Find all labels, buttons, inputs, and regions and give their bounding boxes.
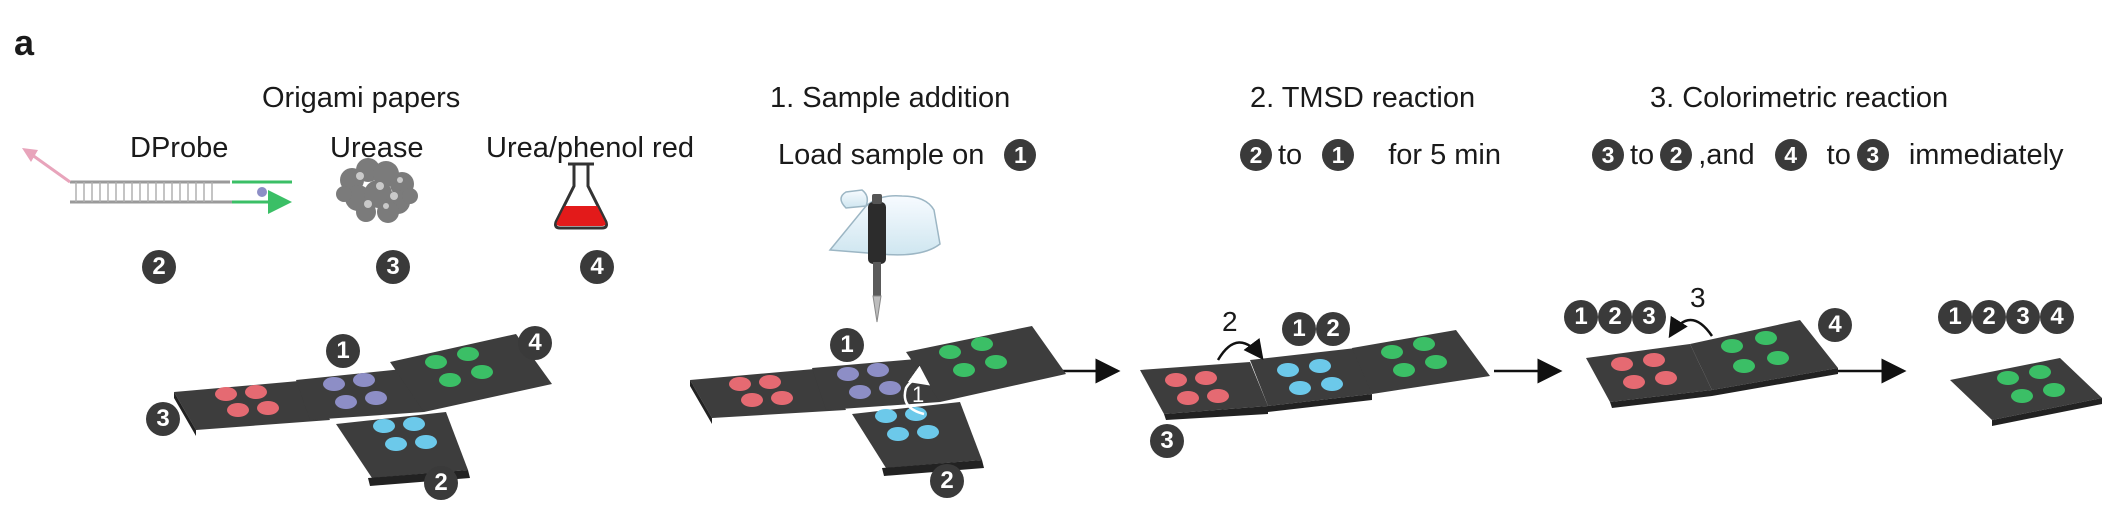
step3-badge-3: 4 <box>1774 139 1807 171</box>
stage1-badge-left: 3 <box>146 402 180 436</box>
stage5-badge-a: 1 <box>1938 300 1972 334</box>
step3-and: ,and <box>1698 138 1755 171</box>
step1-instruction-badge: 1 <box>1004 139 1037 171</box>
origami-stage-4 <box>1586 315 1838 408</box>
origami-stage-5 <box>1950 358 2102 426</box>
step3-title: 3. Colorimetric reaction <box>1650 82 1949 114</box>
materials-title: Origami papers <box>262 82 461 114</box>
urease-badge: 3 <box>376 250 410 284</box>
urea-phenol-red-badge: 4 <box>580 250 614 284</box>
stage2-badge-bottom: 2 <box>930 464 964 498</box>
step1-instruction: Load sample on 1 <box>778 138 1037 171</box>
stage5-badge-b: 2 <box>1972 300 2006 334</box>
pipette-hand-icon <box>828 189 941 323</box>
stage3-badge-a: 1 <box>1282 312 1316 346</box>
stage4-badge-a: 1 <box>1564 300 1598 334</box>
urease-enzyme-icon <box>336 158 418 223</box>
urea-phenol-red-label: Urea/phenol red <box>486 132 694 164</box>
dprobe-duplex-icon <box>22 148 292 214</box>
stage5-badge-c: 3 <box>2006 300 2040 334</box>
panel-label: a <box>14 22 35 63</box>
step3-badge-4: 3 <box>1856 139 1889 171</box>
stage4-fold-number: 3 <box>1690 282 1706 313</box>
step3-badge-2: 2 <box>1660 139 1693 171</box>
step2-instruction: 2 to 1 for 5 min <box>1240 139 1501 171</box>
step2-title: 2. TMSD reaction <box>1250 82 1476 114</box>
step2-badge-a: 2 <box>1240 139 1272 171</box>
dprobe-label: DProbe <box>130 132 229 164</box>
stage4-badge-b: 2 <box>1598 300 1632 334</box>
step3-to-2: to <box>1826 138 1851 171</box>
step1-instruction-text: Load sample on <box>778 138 985 171</box>
fold-arrow-icon <box>903 365 931 416</box>
fold-arrow-icon <box>1668 315 1714 339</box>
step3-suffix: immediately <box>1908 138 2064 171</box>
step1-title: 1. Sample addition <box>770 82 1011 114</box>
stage5-badge-d: 4 <box>2040 300 2074 334</box>
step2-suffix: for 5 min <box>1388 138 1502 171</box>
stage1-badge-top: 1 <box>326 334 360 368</box>
stage2-fold-label: 1 <box>912 382 925 407</box>
stage4-badge-c: 3 <box>1632 300 1666 334</box>
origami-stage-2 <box>690 326 1066 476</box>
origami-stage-1 <box>174 334 552 486</box>
dprobe-badge: 2 <box>142 250 176 284</box>
stage3-badge-b: 2 <box>1316 312 1350 346</box>
stage1-badge-bottom: 2 <box>424 466 458 500</box>
urease-label: Urease <box>330 132 424 164</box>
step3-badge-1: 3 <box>1592 139 1624 171</box>
stage2-badge-top: 1 <box>830 328 864 362</box>
flask-icon <box>554 162 608 230</box>
stage3-fold-number: 2 <box>1222 306 1238 337</box>
origami-stage-3 <box>1140 330 1490 420</box>
stage4-badge-right: 4 <box>1818 308 1852 342</box>
stage1-badge-right: 4 <box>518 326 552 360</box>
fold-arrow-icon <box>1216 338 1264 361</box>
step2-to: to <box>1278 138 1303 171</box>
step2-badge-b: 1 <box>1322 139 1355 171</box>
stage3-badge-bottom: 3 <box>1150 424 1184 458</box>
step3-to-1: to <box>1630 138 1655 171</box>
step3-instruction: 3 to 2 ,and 4 to 3 immediately <box>1592 139 2064 171</box>
